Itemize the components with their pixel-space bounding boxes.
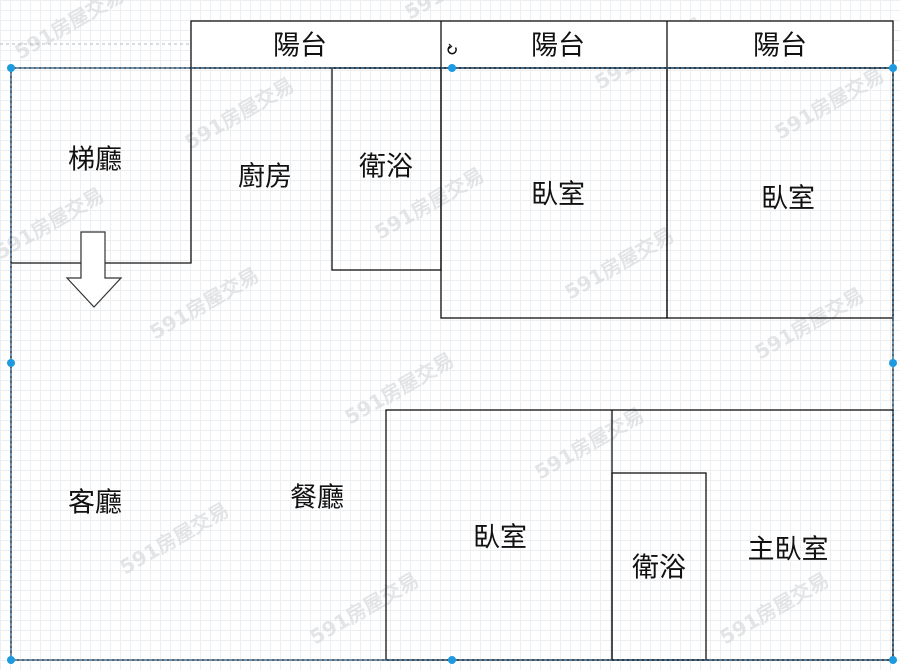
resize-handle-bottom-right[interactable] — [889, 656, 897, 664]
label-kitchen[interactable]: 廚房 — [238, 162, 292, 193]
rotate-handle-icon[interactable] — [447, 43, 457, 55]
label-balcony-1[interactable]: 陽台 — [273, 31, 327, 62]
label-bathroom-1[interactable]: 衛浴 — [359, 152, 413, 183]
stair-hall-wall — [11, 68, 192, 264]
label-living-room[interactable]: 客廳 — [68, 488, 122, 519]
label-bedroom-1[interactable]: 臥室 — [531, 180, 585, 211]
walls — [10, 20, 894, 661]
room-labels: 陽台 陽台 陽台 梯廳 廚房 衛浴 臥室 臥室 客廳 餐廳 臥室 衛浴 主臥室 — [68, 31, 829, 584]
resize-handle-top[interactable] — [448, 64, 456, 72]
watermark: 591房屋交易 — [11, 0, 128, 64]
balcony-strip — [190, 20, 894, 69]
label-master-bedroom[interactable]: 主臥室 — [748, 535, 829, 566]
label-bathroom-2[interactable]: 衛浴 — [632, 553, 686, 584]
label-balcony-2[interactable]: 陽台 — [531, 31, 585, 62]
label-bedroom-2[interactable]: 臥室 — [761, 184, 815, 215]
resize-handle-right[interactable] — [889, 359, 897, 367]
label-stair-hall[interactable]: 梯廳 — [68, 145, 122, 176]
label-balcony-3[interactable]: 陽台 — [753, 31, 807, 62]
entrance-arrow-icon[interactable] — [65, 231, 123, 308]
resize-handle-bottom[interactable] — [448, 656, 456, 664]
resize-handle-top-right[interactable] — [889, 64, 897, 72]
plan-outline — [10, 67, 894, 661]
label-bedroom-3[interactable]: 臥室 — [473, 523, 527, 554]
label-dining-room[interactable]: 餐廳 — [290, 483, 344, 514]
resize-handle-bottom-left[interactable] — [7, 656, 15, 664]
resize-handle-left[interactable] — [7, 359, 15, 367]
resize-handle-top-left[interactable] — [7, 64, 15, 72]
selection-box[interactable] — [7, 43, 897, 664]
